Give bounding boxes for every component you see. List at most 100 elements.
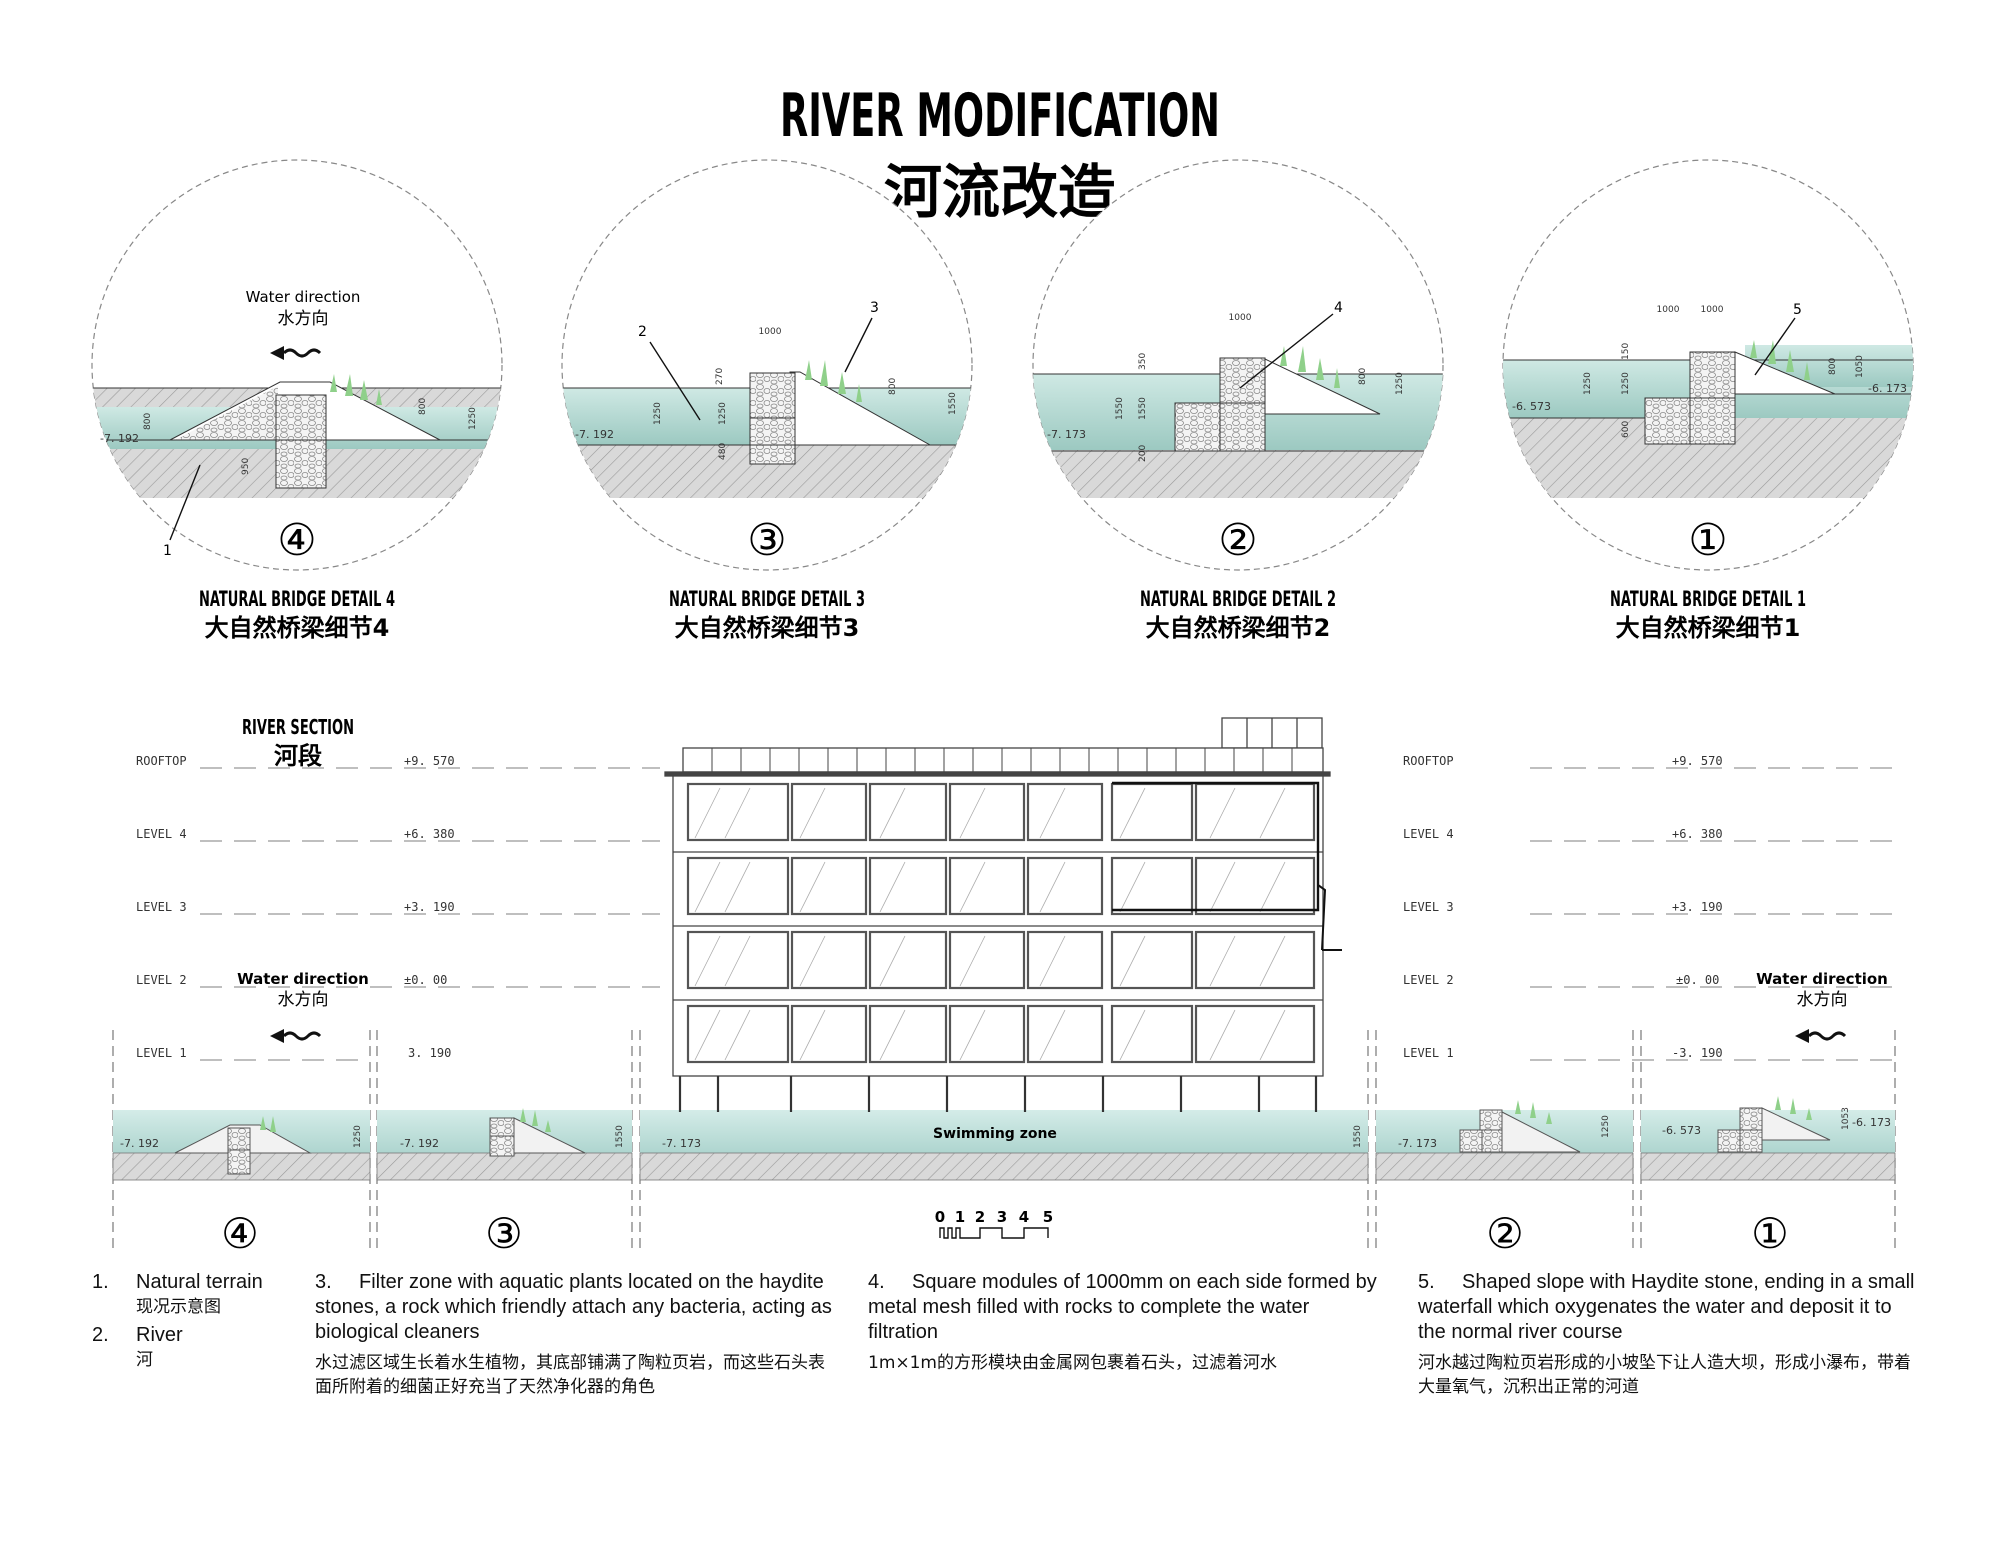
detail-2-title: NATURAL BRIDGE DETAIL 2 <box>1140 587 1336 611</box>
detail-4-dim: 800 <box>418 398 428 415</box>
detail-4-water-direction: Water direction <box>246 288 361 306</box>
note-text: Filter zone with aquatic plants located … <box>315 1271 832 1343</box>
level-value: 3. 190 <box>408 1046 451 1060</box>
detail-1-title-cn: 大自然桥梁细节1 <box>1616 614 1801 642</box>
detail-1-dim: 600 <box>1621 421 1631 438</box>
level-label-rooftop: ROOFTOP <box>136 754 187 768</box>
swimming-zone-label: Swimming zone <box>933 1126 1057 1142</box>
detail-2-number: ② <box>1218 515 1257 566</box>
detail-3-level: -7. 192 <box>575 428 614 441</box>
section-title-cn: 河段 <box>274 742 322 770</box>
detail-1-dim: 1250 <box>1583 372 1593 395</box>
note-number: 4. <box>868 1271 885 1293</box>
note-4: 4.Square modules of 1000mm on each side … <box>868 1270 1380 1375</box>
detail-2-dim: 1250 <box>1395 372 1405 395</box>
detail-4-water-direction-cn: 水方向 <box>278 309 329 329</box>
note-text-cn: 河水越过陶粒页岩形成的小坡坠下让人造大坝，形成小瀑布，带着大量氧气，沉积出正常的… <box>1418 1353 1911 1397</box>
detail-3-number: ③ <box>747 515 786 566</box>
level-value: +9. 570 <box>404 754 455 768</box>
note-text: Square modules of 1000mm on each side fo… <box>868 1271 1377 1343</box>
level-label-4: LEVEL 4 <box>136 827 187 841</box>
detail-3-callout: 2 <box>638 324 647 340</box>
level-label-2: LEVEL 2 <box>136 973 187 987</box>
detail-2-dim: 1550 <box>1115 397 1125 420</box>
section-water-direction-right-cn: 水方向 <box>1797 990 1848 1010</box>
detail-3-dim: 1550 <box>948 392 958 415</box>
level-value: -3. 190 <box>1672 1046 1723 1060</box>
level-value: +9. 570 <box>1672 754 1723 768</box>
note-text: Shaped slope with Haydite stone, ending … <box>1418 1271 1915 1343</box>
detail-1-level: -6. 173 <box>1868 382 1907 395</box>
detail-3-dim: 1250 <box>653 402 663 425</box>
level-label-rooftop: ROOFTOP <box>1403 754 1454 768</box>
note-5: 5.Shaped slope with Haydite stone, endin… <box>1418 1270 1918 1399</box>
level-label-4: LEVEL 4 <box>1403 827 1454 841</box>
note-text-cn: 1m×1m的方形模块由金属网包裹着石头，过滤着河水 <box>868 1353 1277 1373</box>
detail-4: -7. 192 800 1250 800 950 1 Water directi… <box>91 159 503 642</box>
detail-1-dim: 1050 <box>1855 355 1865 378</box>
detail-3-callout: 3 <box>870 300 879 316</box>
bed-dim: 1550 <box>615 1125 625 1148</box>
level-value: ±0. 00 <box>1676 973 1719 987</box>
detail-4-level: -7. 192 <box>100 432 139 445</box>
bed-level: -6. 173 <box>1852 1116 1891 1129</box>
detail-2-dim: 1550 <box>1138 397 1148 420</box>
detail-4-callout: 1 <box>163 543 172 559</box>
detail-1-dim: 1000 <box>1657 305 1680 315</box>
section-title: RIVER SECTION <box>242 715 354 739</box>
note-text-cn: 水过滤区域生长着水生植物，其底部铺满了陶粒页岩，而这些石头表面所附着的细菌正好充… <box>315 1353 825 1397</box>
detail-4-dim: 950 <box>241 458 251 475</box>
bed-dim: 1053 <box>1841 1107 1851 1130</box>
detail-1-dim: 150 <box>1621 343 1631 360</box>
note-text: River <box>136 1324 183 1346</box>
arrow-left-icon <box>270 346 322 360</box>
detail-2-dim: 200 <box>1138 445 1148 462</box>
page-title: RIVER MODIFICATION <box>780 81 1220 151</box>
note-text-cn: 河 <box>136 1350 153 1370</box>
detail-2-dim: 350 <box>1138 353 1148 370</box>
building-elevation <box>664 717 1342 1112</box>
note-number: 5. <box>1418 1271 1435 1293</box>
detail-4-number: ④ <box>277 515 316 566</box>
detail-4-dim: 800 <box>143 413 153 430</box>
segment-number: ③ <box>485 1209 523 1258</box>
scale-tick-label: 4 <box>1019 1208 1029 1226</box>
scale-tick-label: 2 <box>975 1208 985 1226</box>
scale-tick-label: 5 <box>1043 1208 1053 1226</box>
level-value: +6. 380 <box>1672 827 1723 841</box>
detail-4-title-cn: 大自然桥梁细节4 <box>205 614 390 642</box>
detail-2-callout: 4 <box>1334 300 1343 316</box>
detail-2-title-cn: 大自然桥梁细节2 <box>1146 614 1331 642</box>
level-label-3: LEVEL 3 <box>136 900 187 914</box>
detail-4-title: NATURAL BRIDGE DETAIL 4 <box>199 587 395 611</box>
note-3: 3.Filter zone with aquatic plants locate… <box>315 1270 835 1399</box>
detail-3-dim: 480 <box>718 443 728 460</box>
detail-3-title-cn: 大自然桥梁细节3 <box>675 614 860 642</box>
level-value: ±0. 00 <box>404 973 447 987</box>
detail-1-callout: 5 <box>1793 302 1802 318</box>
section-water-direction-left: Water direction <box>237 970 369 988</box>
bed-dim: 1250 <box>353 1125 363 1148</box>
detail-1-level: -6. 573 <box>1512 400 1551 413</box>
detail-1-dim: 1000 <box>1701 305 1724 315</box>
detail-2-level: -7. 173 <box>1047 428 1086 441</box>
scale-tick-label: 1 <box>955 1208 965 1226</box>
detail-2-dim: 800 <box>1358 368 1368 385</box>
bed-level: -7. 173 <box>662 1137 701 1150</box>
bed-level: -7. 192 <box>120 1137 159 1150</box>
detail-1: -6. 573 -6. 173 1000 1000 1250 1250 600 … <box>1502 159 1914 642</box>
detail-3-dim: 270 <box>715 368 725 385</box>
level-label-1: LEVEL 1 <box>136 1046 187 1060</box>
scale-bar: 0 1 2 3 4 5 <box>935 1208 1053 1239</box>
detail-4-dim: 1250 <box>468 407 478 430</box>
segment-number: ② <box>1486 1209 1524 1258</box>
detail-3-title: NATURAL BRIDGE DETAIL 3 <box>669 587 865 611</box>
bed-dim: 1550 <box>1353 1125 1363 1148</box>
detail-1-dim: 1250 <box>1621 372 1631 395</box>
detail-2-dim: 1000 <box>1229 313 1252 323</box>
note-text-cn: 现况示意图 <box>136 1297 221 1317</box>
scale-tick-label: 0 <box>935 1208 945 1226</box>
note-number: 3. <box>315 1271 332 1293</box>
note-number: 1. <box>92 1271 109 1293</box>
